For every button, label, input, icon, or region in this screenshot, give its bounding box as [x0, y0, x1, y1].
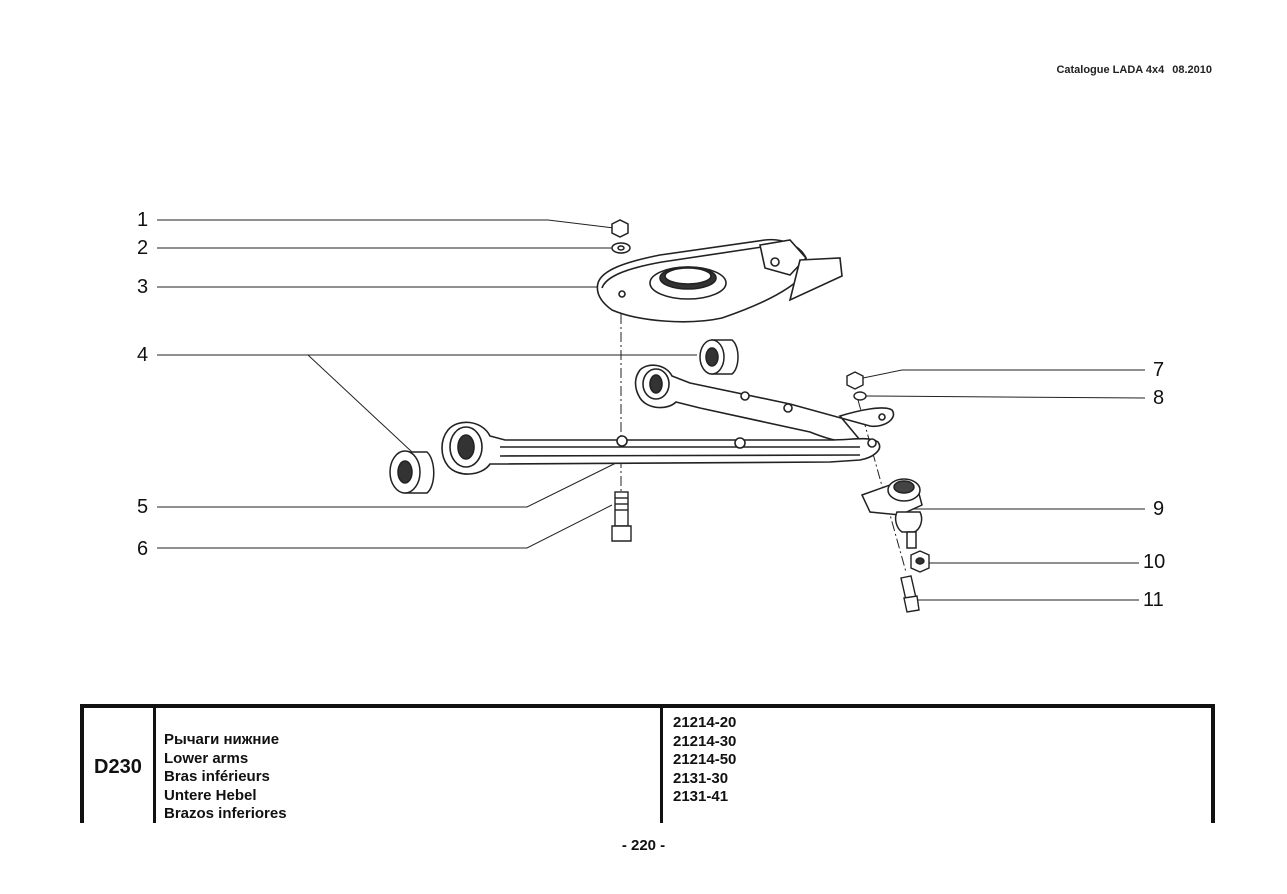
exploded-parts-diagram [157, 219, 1146, 613]
lower-arm-main [441, 421, 881, 475]
callout-10: 10 [1143, 551, 1166, 573]
leader-line-5 [157, 461, 619, 508]
washer-part-8 [853, 391, 867, 401]
leader-line-1 [157, 219, 615, 229]
leader-line-6 [157, 504, 613, 549]
name-ru: Рычаги нижние [164, 731, 280, 748]
page-header: Catalogue LADA 4x4 08.2010 [1056, 64, 1212, 76]
section-names: Рычаги нижние Lower arms Bras inférieurs… [164, 731, 287, 824]
assembly-axis-right [857, 399, 907, 573]
callout-8: 8 [1153, 387, 1165, 409]
nut-part-7 [846, 371, 864, 390]
model-item: 21214-50 [673, 751, 737, 768]
model-item: 2131-30 [673, 769, 729, 787]
models-cell: 21214-20 21214-30 21214-50 2131-30 2131-… [663, 708, 1211, 823]
callout-2: 2 [137, 237, 149, 259]
section-code-cell: D230 [84, 708, 156, 823]
bushing-lower [389, 450, 435, 494]
callout-9: 9 [1153, 498, 1165, 520]
name-de: Untere Hebel [164, 786, 257, 804]
title-block-table: D230 Рычаги нижние Lower arms Bras infér… [80, 704, 1215, 823]
name-es: Brazos inferiores [164, 805, 287, 822]
ball-joint-part-9 [860, 478, 923, 549]
bolt-part-11 [900, 575, 920, 613]
catalogue-title: Catalogue LADA 4x4 [1056, 64, 1165, 76]
section-code: D230 [94, 756, 142, 778]
bolt-part-6 [611, 491, 632, 542]
leader-line-7 [862, 369, 1145, 379]
leader-line-8 [865, 395, 1146, 399]
callout-1: 1 [137, 209, 149, 231]
section-names-cell: Рычаги нижние Lower arms Bras inférieurs… [156, 708, 663, 823]
catalogue-date: 08.2010 [1172, 64, 1212, 76]
callout-3: 3 [137, 276, 149, 298]
callout-4: 4 [137, 344, 149, 366]
model-item: 21214-30 [673, 732, 737, 750]
callout-6: 6 [137, 538, 149, 560]
page-number: - 220 - [621, 837, 666, 854]
model-item: 21214-20 [673, 714, 737, 731]
name-en: Lower arms [164, 749, 249, 767]
callout-7: 7 [1153, 359, 1165, 381]
model-item: 2131-41 [673, 788, 729, 805]
leader-line-4b [307, 354, 413, 453]
bushing-upper [699, 339, 739, 375]
model-list: 21214-20 21214-30 21214-50 2131-30 2131-… [673, 714, 736, 807]
lower-arm-upper [634, 364, 895, 443]
callout-5: 5 [137, 496, 149, 518]
bracket-plate [596, 238, 843, 323]
nut-part-1 [611, 219, 629, 238]
name-fr: Bras inférieurs [164, 768, 270, 785]
callout-11: 11 [1143, 589, 1164, 611]
